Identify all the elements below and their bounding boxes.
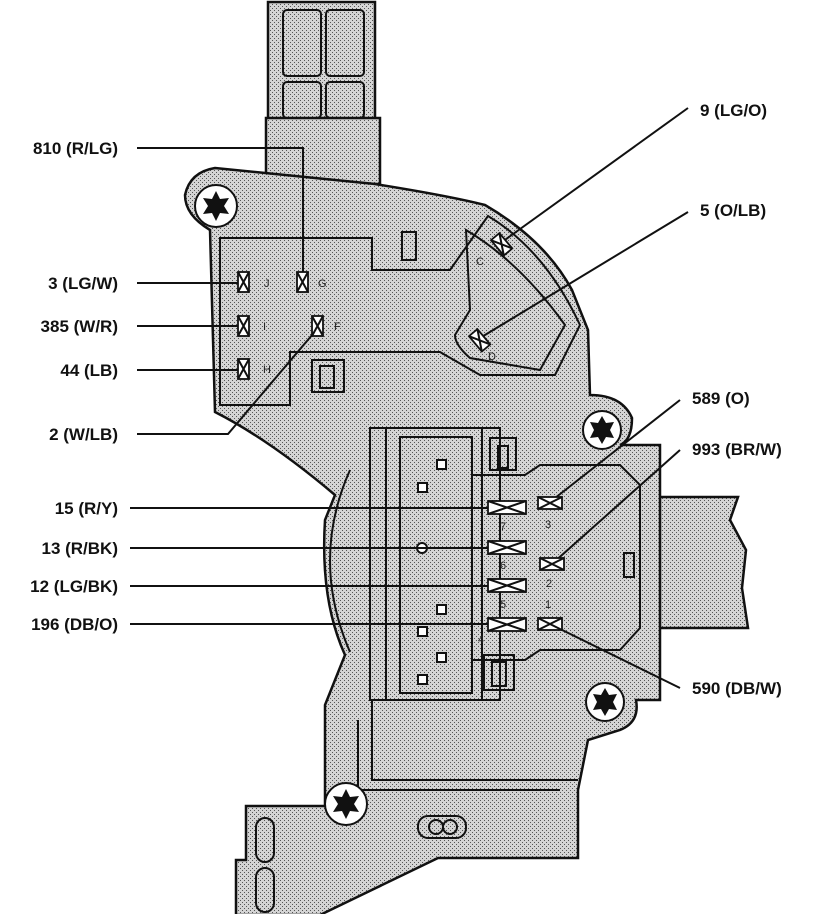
- label-wire-9: 9 (LG/O): [700, 101, 767, 120]
- terminal-j: [237, 271, 250, 293]
- label-wire-15: 15 (R/Y): [55, 499, 118, 518]
- label-wire-196: 196 (DB/O): [31, 615, 118, 634]
- terminal-d: [467, 327, 492, 353]
- pin-letter-j: J: [264, 278, 270, 290]
- label-wire-5: 5 (O/LB): [700, 201, 766, 220]
- screw-right-lower: [585, 682, 625, 722]
- screw-bottom: [324, 782, 368, 826]
- terminal-block: [471, 464, 641, 661]
- terminal-c: [489, 231, 514, 257]
- pin-number-1: 1: [545, 599, 551, 611]
- terminal-h: [237, 358, 250, 380]
- pin-number-3: 3: [545, 519, 551, 531]
- terminal-3: [537, 496, 563, 510]
- terminal-5: [487, 578, 527, 593]
- right-wire-labels: 9 (LG/O) 5 (O/LB) 589 (O) 993 (BR/W) 590…: [692, 101, 782, 698]
- leader-810: [137, 147, 304, 275]
- terminal-i: [237, 315, 250, 337]
- screw-top-left: [194, 184, 238, 228]
- pin-letter-d: D: [488, 351, 496, 363]
- leader-993: [552, 449, 681, 564]
- left-wire-labels: 810 (R/LG) 3 (LG/W) 385 (W/R) 44 (LB) 2 …: [30, 139, 118, 634]
- pin-number-7: 7: [500, 521, 506, 533]
- terminal-1: [537, 617, 563, 631]
- terminal-2: [539, 557, 565, 571]
- upper-inner-outline: [219, 214, 582, 406]
- pin-number-4: 4: [478, 634, 484, 646]
- leader-5: [479, 211, 689, 339]
- pin-letter-i: I: [263, 321, 266, 333]
- terminal-6: [487, 540, 527, 555]
- label-wire-385: 385 (W/R): [41, 317, 118, 336]
- leader-lines: [130, 107, 689, 689]
- pin-number-2: 2: [546, 578, 552, 590]
- label-wire-44: 44 (LB): [60, 361, 118, 380]
- label-wire-810: 810 (R/LG): [33, 139, 118, 158]
- pin-number-5: 5: [500, 599, 506, 611]
- label-wire-12: 12 (LG/BK): [30, 577, 118, 596]
- label-wire-589: 589 (O): [692, 389, 750, 408]
- terminal-f: [311, 315, 324, 337]
- terminal-7: [487, 500, 527, 515]
- pin-letter-c: C: [476, 256, 484, 268]
- leader-590: [549, 623, 681, 689]
- leader-9: [501, 107, 689, 243]
- slot: [417, 815, 467, 839]
- pin-letter-g: G: [318, 278, 327, 290]
- pin-number-6: 6: [500, 560, 506, 572]
- terminal-g: [296, 271, 309, 293]
- label-wire-2: 2 (W/LB): [49, 425, 118, 444]
- switch-housing: [183, 0, 750, 914]
- pin-letters: J G I F H C D: [263, 256, 496, 376]
- label-wire-993: 993 (BR/W): [692, 440, 782, 459]
- label-wire-13: 13 (R/BK): [41, 539, 118, 558]
- leader-589: [549, 399, 681, 503]
- label-wire-590: 590 (DB/W): [692, 679, 782, 698]
- pin-numbers: 7 3 6 2 5 1 4: [478, 519, 552, 646]
- main-housing: [183, 166, 662, 914]
- terminals: [237, 231, 565, 632]
- screw-right-upper: [582, 410, 622, 450]
- pin-letter-h: H: [263, 364, 271, 376]
- leader-2: [137, 327, 319, 435]
- pin-letter-f: F: [334, 321, 341, 333]
- terminal-4: [487, 617, 527, 632]
- label-wire-3: 3 (LG/W): [48, 274, 118, 293]
